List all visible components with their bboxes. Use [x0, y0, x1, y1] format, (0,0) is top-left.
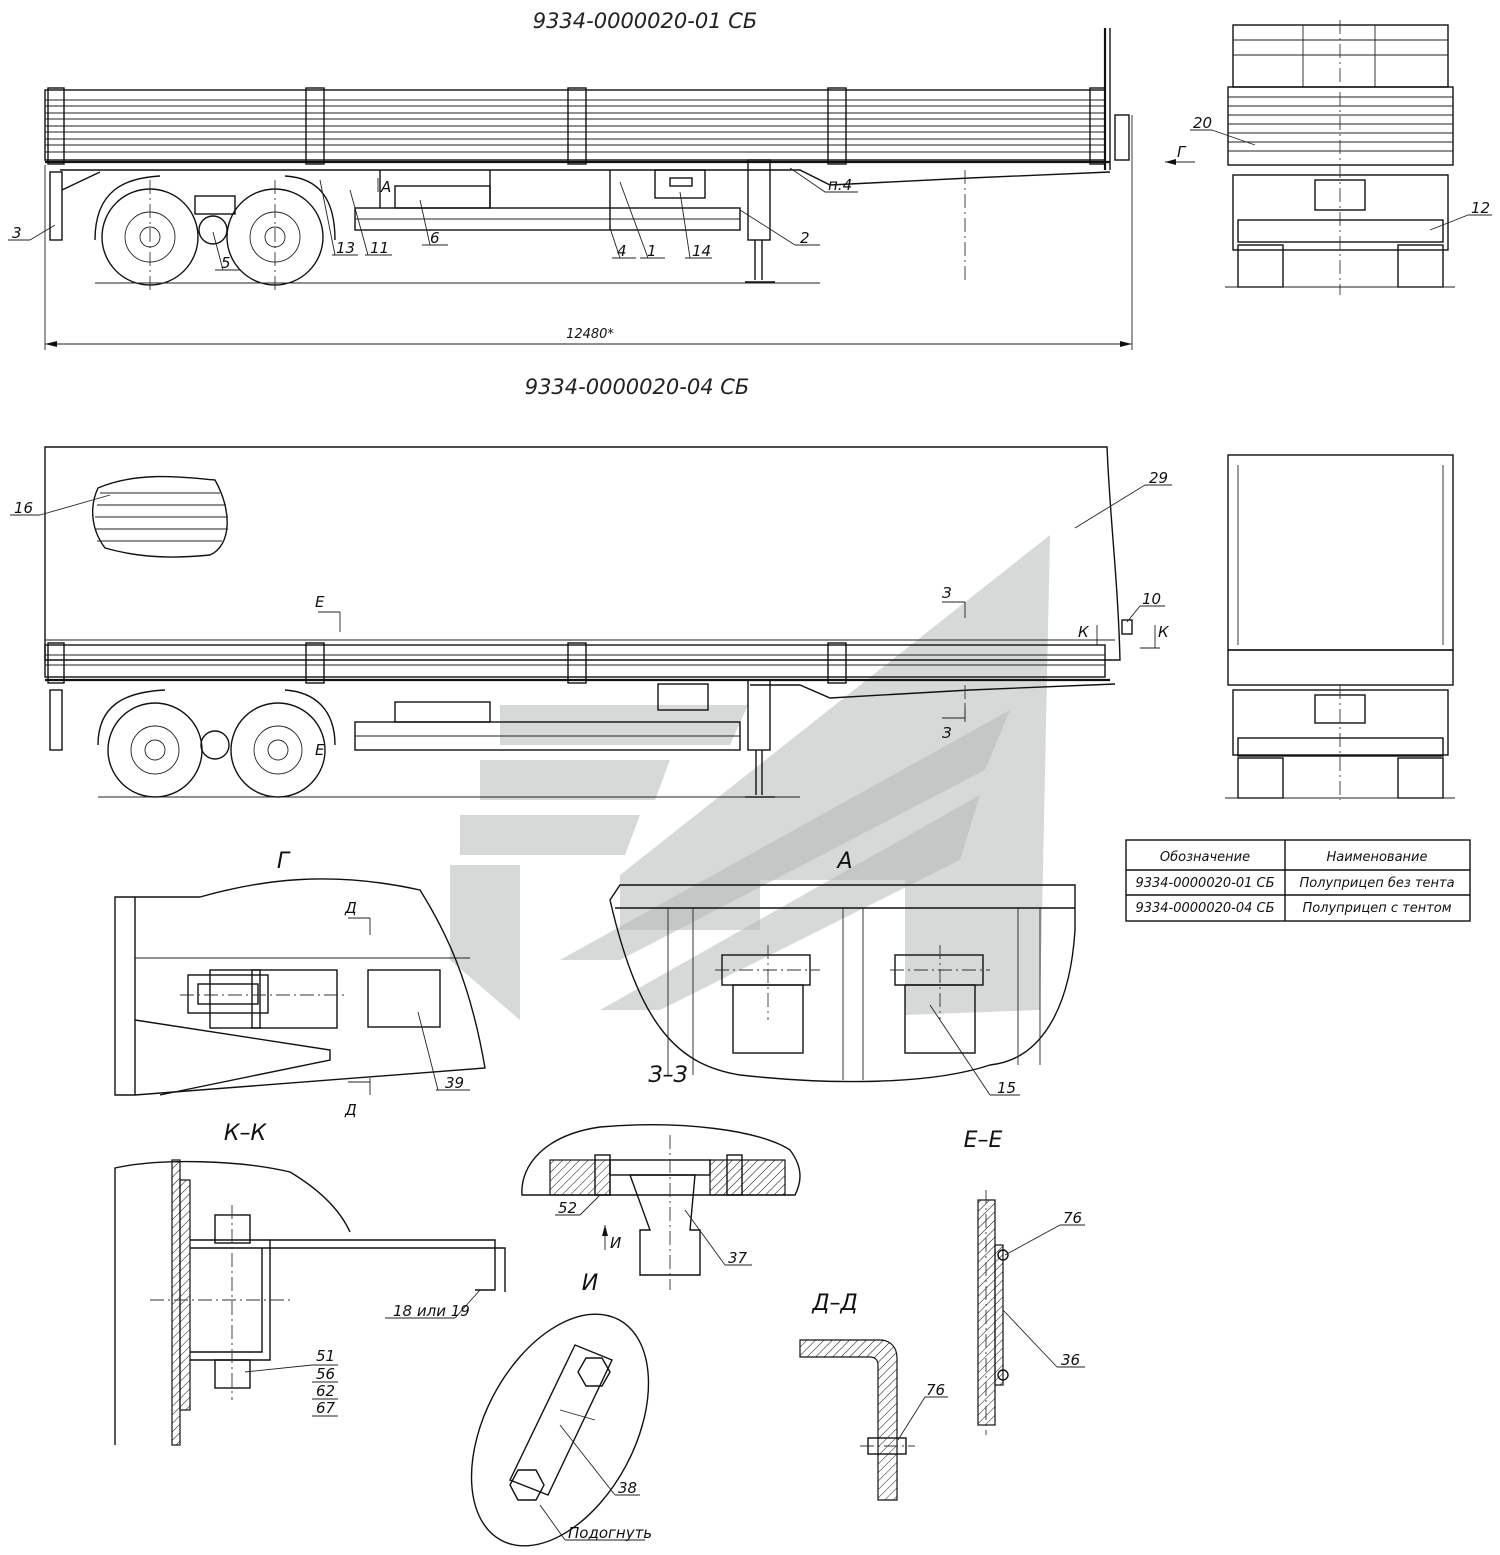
- rear-view-flatbed: [1225, 20, 1455, 295]
- section-mark-d-top: Д: [344, 899, 357, 917]
- section-mark-e-bottom: Е: [315, 741, 325, 759]
- callout-38: 38: [618, 1479, 637, 1497]
- table-cell: 9334-0000020-01 СБ: [1135, 876, 1274, 891]
- variant-table: Обозначение Наименование 9334-0000020-01…: [1125, 839, 1471, 922]
- callout-1: 1: [647, 242, 657, 260]
- section-mark-i: И: [610, 1234, 621, 1252]
- table-header-designation: Обозначение: [1160, 850, 1250, 865]
- callout-76-ee: 76: [1063, 1209, 1082, 1227]
- section-mark-z-top: З: [942, 584, 952, 602]
- callout-14: 14: [692, 242, 711, 260]
- section-mark-e-top: Е: [315, 593, 325, 611]
- callout-16: 16: [14, 499, 33, 517]
- callout-20: 20: [1193, 114, 1212, 132]
- table-cell: Полуприцеп с тентом: [1302, 901, 1451, 916]
- note-bend: Подогнуть: [568, 1524, 652, 1542]
- kingpin-section-detail: 52 И 37: [521, 1124, 801, 1290]
- view-mark-a: А: [380, 178, 391, 196]
- callout-18-19: 18 или 19: [393, 1302, 470, 1320]
- callout-51: 51: [316, 1347, 335, 1365]
- view-label-a: А: [835, 849, 852, 874]
- callout-62: 62: [316, 1382, 335, 1400]
- title-top-assembly: 9334-0000020-01 СБ: [533, 9, 758, 33]
- view-label-g: Г: [277, 849, 291, 874]
- view-label-dd: Д–Д: [811, 1291, 857, 1316]
- overall-length-dimension: 12480*: [566, 327, 614, 342]
- table-cell: Полуприцеп без тента: [1299, 876, 1454, 891]
- section-mark-k-right: К: [1158, 623, 1170, 641]
- callout-36: 36: [1061, 1351, 1080, 1369]
- callout-12: 12: [1471, 199, 1490, 217]
- callouts-side-view-tent: 16 29 10: [10, 469, 1172, 623]
- section-dd-detail: Д–Д 76: [799, 1291, 948, 1501]
- callout-3: 3: [12, 224, 22, 242]
- section-mark-z-bottom: З: [942, 724, 952, 742]
- section-mark-d-bottom: Д: [344, 1101, 357, 1119]
- table-header-name: Наименование: [1326, 850, 1427, 865]
- section-mark-k-left: К: [1078, 623, 1090, 641]
- side-view-tent: Е Е З З К К: [44, 446, 1170, 798]
- callout-10: 10: [1142, 590, 1161, 608]
- callout-15: 15: [997, 1079, 1016, 1097]
- callout-56: 56: [316, 1365, 335, 1383]
- callout-67: 67: [316, 1399, 336, 1417]
- section-ee-detail: Е–Е 76 36: [964, 1128, 1085, 1435]
- view-label-kk: К–К: [224, 1121, 268, 1146]
- callout-13: 13: [336, 239, 355, 257]
- view-label-ee: Е–Е: [964, 1128, 1003, 1153]
- view-label-zz: З–З: [648, 1063, 687, 1088]
- view-label-i: И: [582, 1271, 598, 1296]
- callout-p4: п.4: [828, 176, 852, 194]
- callout-76-dd: 76: [926, 1381, 945, 1399]
- title-bottom-assembly: 9334-0000020-04 СБ: [525, 375, 750, 399]
- callouts-rear-view-flatbed: 20 12: [1190, 114, 1492, 231]
- callout-6: 6: [430, 229, 440, 247]
- view-a-detail: А 15 З–З: [609, 849, 1076, 1097]
- callout-11: 11: [370, 239, 389, 257]
- callout-5: 5: [221, 254, 231, 272]
- callouts-side-view-flatbed: 1 2 3 4 5 6 11 13 14 п.4: [8, 167, 858, 272]
- callout-4: 4: [617, 242, 627, 260]
- table-cell: 9334-0000020-04 СБ: [1135, 901, 1274, 916]
- callout-52: 52: [558, 1199, 577, 1217]
- callout-39: 39: [445, 1074, 464, 1092]
- rear-view-tent: [1225, 454, 1455, 800]
- view-i-detail: И 38 Подогнуть: [470, 1271, 652, 1547]
- callout-2: 2: [800, 229, 810, 247]
- watermark-logo: [450, 535, 1050, 1020]
- callout-37: 37: [728, 1249, 748, 1267]
- view-arrow-g: Г: [1177, 143, 1187, 161]
- view-g-detail: Г Д Д 39: [114, 849, 486, 1119]
- section-kk-detail: К–К 18 или 19 51 56 62 67: [114, 1121, 506, 1446]
- side-view-flatbed: 12480* Г А: [44, 28, 1195, 350]
- callout-29: 29: [1149, 469, 1168, 487]
